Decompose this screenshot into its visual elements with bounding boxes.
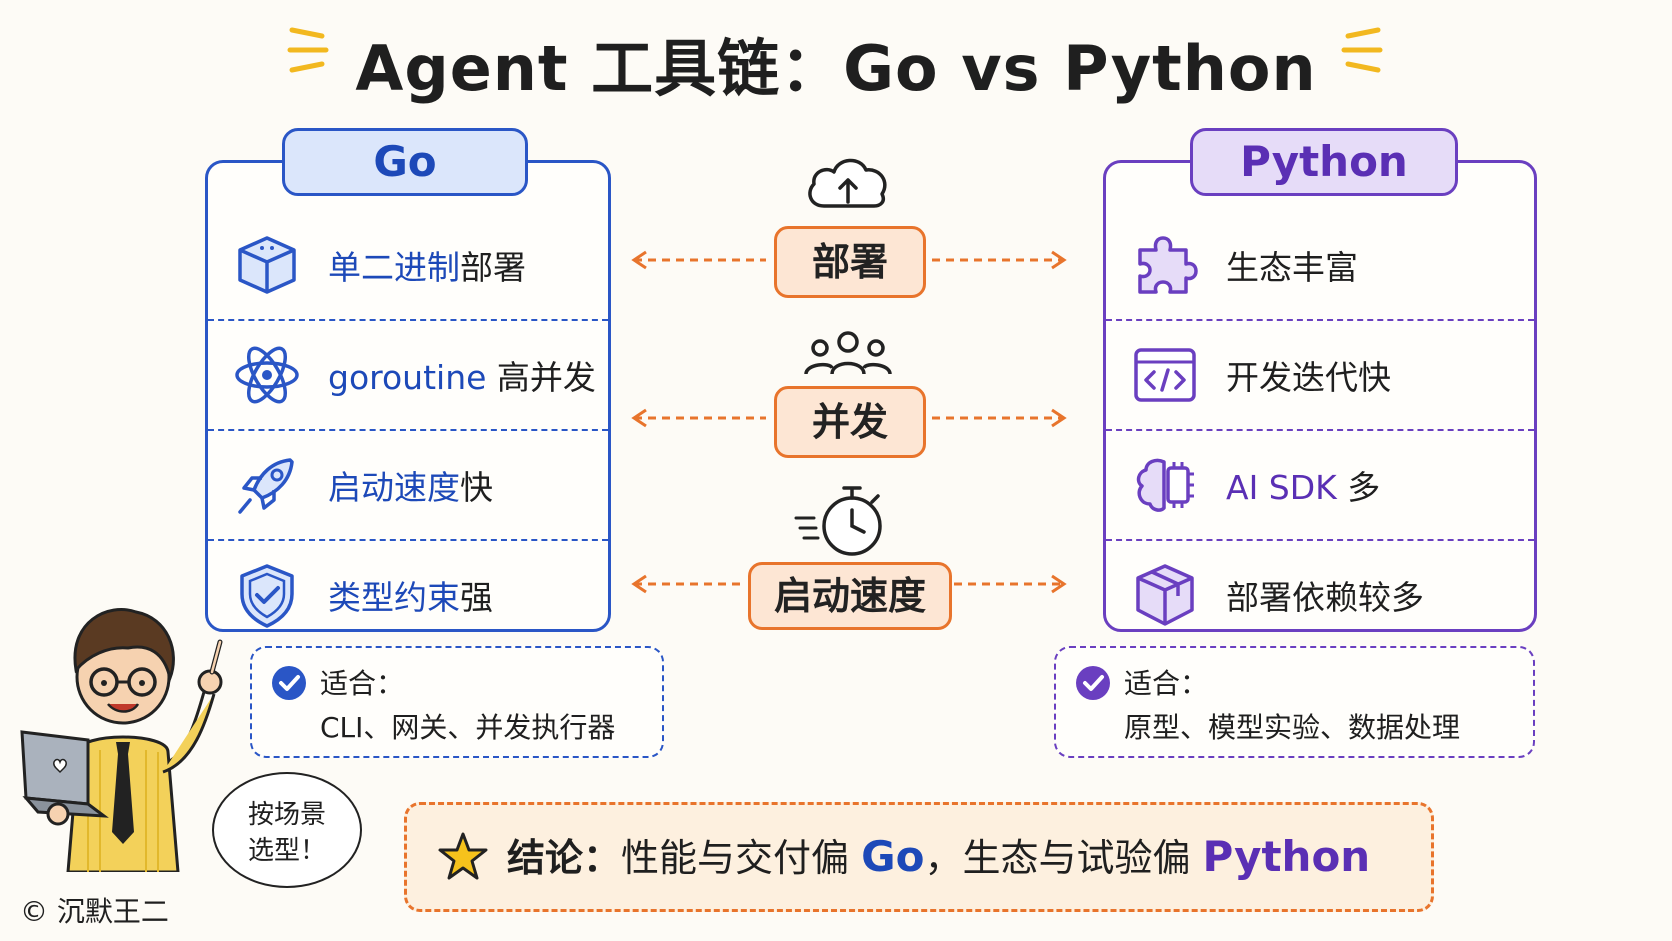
python-item-iteration: 开发迭代快 — [1106, 321, 1534, 431]
go-suitability: 适合： CLI、网关、并发执行器 — [250, 646, 664, 758]
sparkle-left-icon — [287, 27, 329, 73]
go-item-startup: 启动速度快 — [208, 431, 608, 541]
conclusion-part2: ，生态与试验偏 — [924, 836, 1203, 880]
puzzle-icon — [1138, 236, 1198, 294]
python-suitability: 适合： 原型、模型实验、数据处理 — [1054, 646, 1535, 758]
python-item-rest: 多 — [1336, 468, 1381, 507]
go-item-rest: 部署 — [460, 248, 526, 287]
compare-label-concurrency: 并发 — [774, 386, 926, 458]
go-item-deploy: 单二进制部署 — [208, 211, 608, 321]
go-item-accent: 类型约束 — [328, 578, 460, 617]
arrow-left-deploy — [631, 250, 766, 270]
check-circle-icon — [1076, 666, 1110, 700]
arrow-right-deploy — [932, 250, 1067, 270]
python-item-rest: 开发迭代快 — [1226, 358, 1391, 397]
go-suit-label: 适合： — [320, 667, 405, 700]
python-suit-value: 原型、模型实验、数据处理 — [1124, 711, 1461, 744]
page-title: Agent 工具链：Go vs Python — [355, 32, 1317, 105]
bubble-line2: 选型！ — [247, 836, 326, 866]
python-item-accent: AI SDK — [1226, 468, 1337, 507]
go-item-rest: 高并发 — [486, 358, 596, 397]
conclusion-box: 结论：性能与交付偏 Go，生态与试验偏 Python — [404, 802, 1434, 912]
python-tab: Python — [1190, 128, 1458, 196]
go-item-accent: 单二进制 — [328, 248, 460, 287]
sparkle-right-icon — [1341, 27, 1383, 73]
go-item-accent: goroutine — [328, 358, 487, 397]
python-item-ai-sdk: AI SDK 多 — [1106, 431, 1534, 541]
code-window-icon — [1134, 348, 1196, 402]
arrow-left-startup — [631, 574, 742, 594]
shield-check-icon — [240, 564, 294, 628]
go-panel: 单二进制部署 goroutine 高并发 启动速度快 类型约束强 — [205, 160, 611, 632]
compare-label-deploy: 部署 — [774, 226, 926, 298]
stopwatch-icon — [794, 486, 882, 556]
python-item-ecosystem: 生态丰富 — [1106, 211, 1534, 321]
character-illustration — [20, 607, 223, 872]
conclusion-part1: 性能与交付偏 — [621, 836, 862, 880]
go-tab: Go — [282, 128, 528, 196]
arrow-left-concurrency — [631, 408, 766, 428]
bubble-line1: 按场景 — [247, 800, 326, 830]
go-item-accent: 启动速度 — [328, 468, 460, 507]
box-icon — [1136, 564, 1194, 626]
arrow-right-startup — [954, 574, 1067, 594]
arrow-right-concurrency — [932, 408, 1067, 428]
compare-label-startup: 启动速度 — [748, 562, 952, 630]
copyright-text: © 沉默王二 — [20, 895, 169, 928]
conclusion-python: Python — [1202, 832, 1371, 881]
people-icon — [804, 331, 892, 375]
rocket-icon — [238, 458, 294, 514]
atom-icon — [235, 346, 299, 404]
cloud-upload-icon — [808, 158, 887, 208]
go-item-types: 类型约束强 — [208, 541, 608, 649]
python-item-rest: 部署依赖较多 — [1226, 578, 1424, 617]
python-panel: 生态丰富 开发迭代快 AI SDK 多 部署依赖较多 — [1103, 160, 1537, 632]
cube-icon — [238, 236, 296, 294]
conclusion-prefix: 结论： — [507, 836, 622, 880]
python-suit-label: 适合： — [1124, 667, 1209, 700]
star-icon — [438, 832, 488, 880]
speech-bubble: 按场景 选型！ — [212, 772, 362, 888]
python-item-rest: 生态丰富 — [1226, 248, 1358, 287]
check-circle-icon — [272, 666, 306, 700]
go-suit-value: CLI、网关、并发执行器 — [320, 711, 616, 744]
conclusion-go: Go — [861, 832, 925, 881]
go-item-concurrency: goroutine 高并发 — [208, 321, 608, 431]
go-item-rest: 快 — [460, 468, 493, 507]
python-item-deps: 部署依赖较多 — [1106, 541, 1534, 649]
brain-chip-icon — [1136, 458, 1194, 512]
go-item-rest: 强 — [460, 578, 493, 617]
